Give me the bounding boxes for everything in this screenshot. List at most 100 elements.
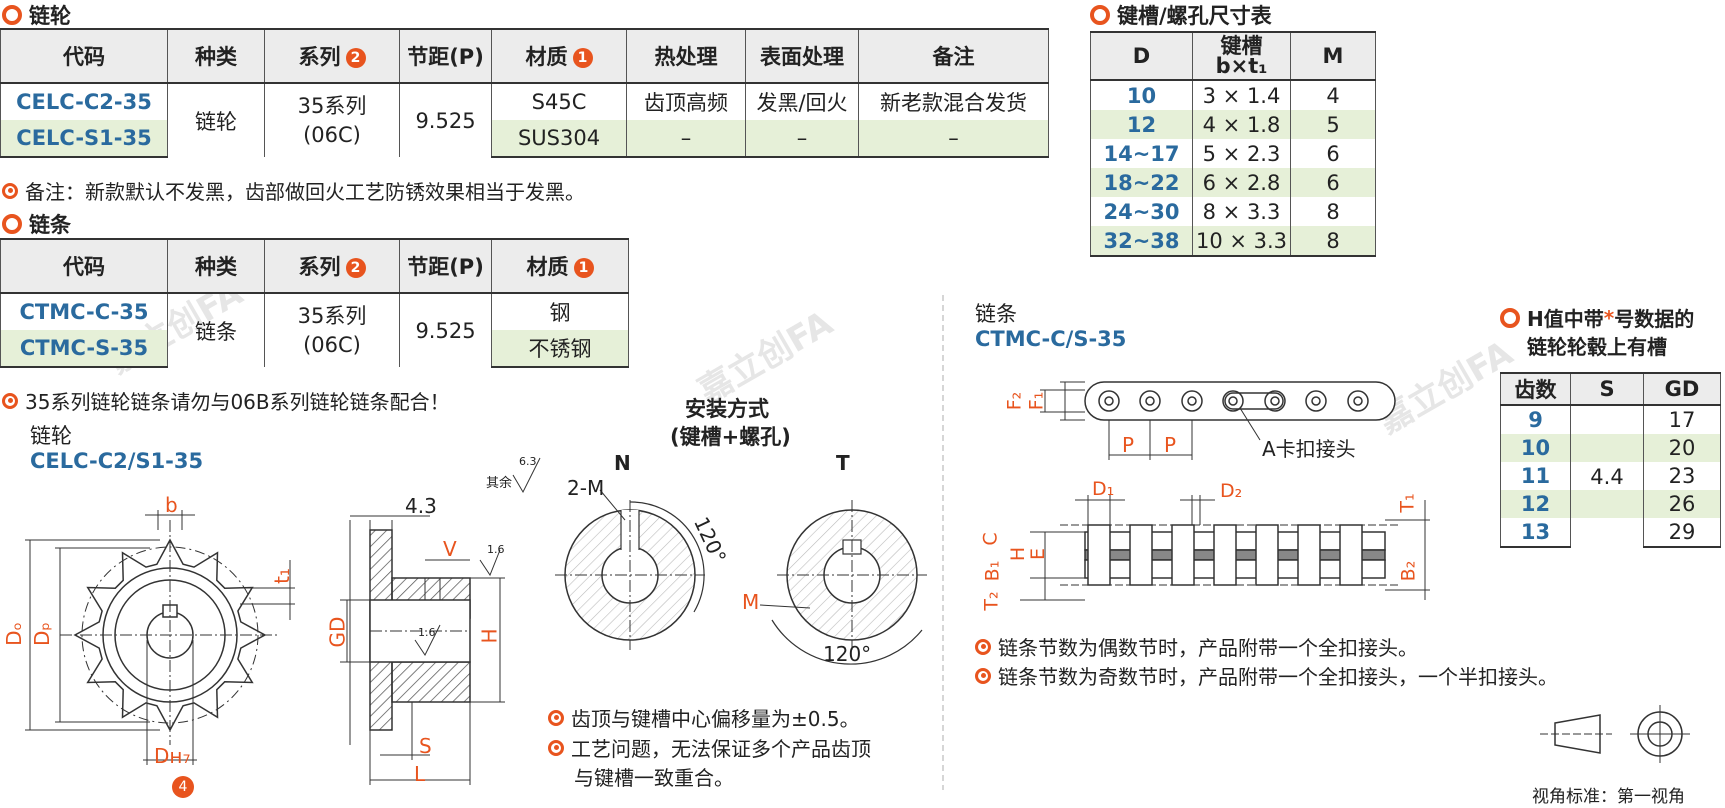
header-heat: 热处理 [626, 28, 746, 84]
dim-v: V [443, 537, 457, 561]
hub-section-title-line2: 链轮轮毂上有槽 [1527, 335, 1667, 359]
sprocket-drawing-code: CELC-C2/S1-35 [30, 449, 204, 473]
d-cell: 32~38 [1090, 226, 1193, 257]
chain-dim-f1: F₁ [1025, 391, 1048, 411]
header-surface: 表面处理 [745, 28, 859, 84]
chain-drawing-label: 链条 [975, 302, 1017, 326]
teeth-cell: 10 [1500, 434, 1571, 462]
header-m: M [1290, 31, 1376, 81]
a-joint-label: A卡扣接头 [1262, 437, 1356, 461]
material-cell: 不锈钢 [491, 330, 629, 368]
mark-4-icon: 4 [172, 776, 194, 798]
install-subtitle: (键槽+螺孔) [670, 425, 791, 449]
hub-section-title: H值中带*号数据的 [1500, 303, 1694, 332]
heat-cell: 齿顶高频 [626, 83, 746, 120]
s-cell: 4.4 [1570, 405, 1644, 547]
teeth-cell: 13 [1500, 518, 1571, 548]
bt-cell: 5 × 2.3 [1192, 139, 1291, 168]
sprocket-note-1: 齿顶与键槽中心偏移量为±0.5。 [548, 703, 860, 732]
header-s: S [1570, 372, 1644, 406]
remark-cell: – [858, 120, 1049, 158]
kind-cell: 链轮 [167, 83, 265, 157]
dim-dh7: Dʜ₇ [154, 744, 191, 768]
pitch-cell: 9.525 [399, 83, 492, 157]
product-code[interactable]: CELC-C2-35 [0, 83, 168, 120]
dim-gd: GD [325, 616, 350, 648]
heat-cell: – [626, 120, 746, 158]
gd-cell: 29 [1643, 518, 1721, 548]
ring-bullet-icon [1500, 307, 1520, 328]
header-kind: 种类 [167, 28, 265, 84]
bt-cell: 3 × 1.4 [1192, 80, 1291, 110]
material-cell: SUS304 [491, 120, 627, 158]
bt-cell: 4 × 1.8 [1192, 110, 1291, 139]
dot-bullet-icon [975, 638, 991, 655]
d-cell: 24~30 [1090, 197, 1193, 226]
sprocket-side-view [340, 515, 505, 785]
rest-label: 其余 [486, 476, 513, 491]
m-cell: 6 [1290, 139, 1376, 168]
product-code[interactable]: CTMC-S-35 [0, 330, 168, 368]
two-m-label: 2-M [567, 476, 605, 500]
chain-dim-e: E [1027, 547, 1050, 561]
table-row: CTMC-C-35 链条 35系列(06C) 9.525 钢 [0, 293, 629, 367]
dim-h: H [477, 628, 502, 644]
mark-1-icon: 1 [573, 258, 594, 278]
mark-2-icon: 2 [345, 258, 366, 278]
chain-dim-t1: T₁ [1396, 493, 1419, 513]
header-teeth: 齿数 [1500, 372, 1571, 406]
gd-cell: 26 [1643, 490, 1721, 518]
roughness-63: 6.3 [519, 455, 537, 468]
t-label: T [836, 451, 850, 475]
first-angle-projection-icon [1540, 705, 1690, 763]
ring-bullet-icon [1090, 5, 1110, 25]
d-cell: 12 [1090, 110, 1193, 139]
header-gd: GD [1643, 372, 1721, 406]
sprocket-front-view [25, 510, 295, 765]
header-code: 代码 [0, 28, 168, 84]
header-kind: 种类 [167, 238, 265, 294]
roughness-16b: 1.6 [418, 626, 436, 639]
sprocket-note: 备注：新款默认不发黑，齿部做回火工艺防锈效果相当于发黑。 [2, 176, 585, 205]
chain-dim-t2: T₂ [980, 591, 1003, 611]
view-standard: 视角标准：第一视角 [1532, 787, 1685, 807]
dot-bullet-icon [2, 392, 18, 409]
d-cell: 18~22 [1090, 168, 1193, 197]
mark-1-icon: 1 [572, 48, 593, 68]
bt-cell: 10 × 3.3 [1192, 226, 1291, 257]
header-d: D [1090, 31, 1193, 81]
chain-dim-c: C [979, 532, 1002, 546]
gd-cell: 17 [1643, 405, 1721, 434]
surface-cell: 发黑/回火 [745, 83, 859, 120]
chain-side-view [1020, 495, 1430, 601]
m-cell: 8 [1290, 197, 1376, 226]
dot-bullet-icon [2, 182, 18, 199]
dim-dp: Dₚ [29, 622, 54, 646]
ring-bullet-icon [2, 214, 22, 234]
keyway-section-title: 键槽/螺孔尺寸表 [1090, 0, 1272, 30]
product-code[interactable]: CTMC-C-35 [0, 293, 168, 330]
kind-cell: 链条 [167, 293, 265, 367]
material-cell: 钢 [491, 293, 629, 330]
product-code[interactable]: CELC-S1-35 [0, 120, 168, 158]
chain-dim-b2: B₂ [1397, 560, 1420, 582]
gd-cell: 23 [1643, 462, 1721, 490]
chain-dim-p: P [1122, 433, 1135, 457]
remark-cell: 新老款混合发货 [858, 83, 1049, 120]
bt-cell: 6 × 2.8 [1192, 168, 1291, 197]
material-cell: S45C [491, 83, 627, 120]
bt-cell: 8 × 3.3 [1192, 197, 1291, 226]
m-cell: 8 [1290, 226, 1376, 257]
header-code: 代码 [0, 238, 168, 294]
chain-top-view [1040, 381, 1396, 460]
